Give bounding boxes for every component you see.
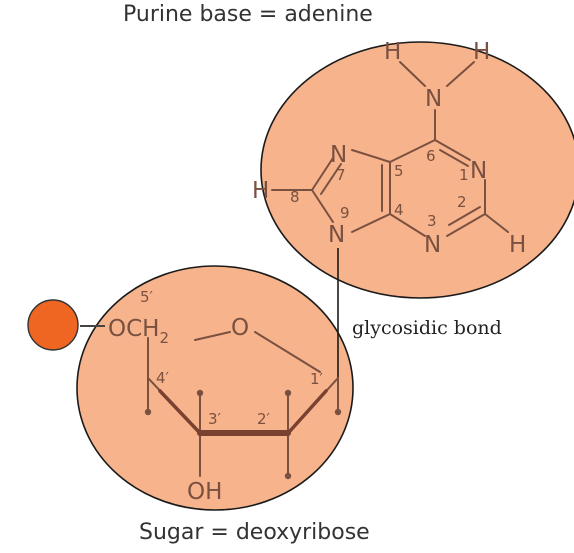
base-position-3: 3: [427, 212, 437, 230]
bond-dots: [144, 389, 342, 480]
base-position-9: 9: [340, 204, 350, 222]
glycosidic-bond-label: glycosidic bond: [352, 317, 502, 339]
base-position-8: 8: [290, 188, 300, 206]
base-n9: N: [328, 222, 345, 248]
amino-n: N: [425, 86, 442, 112]
base-n1: N: [470, 158, 487, 184]
sugar-caption: Sugar = deoxyribose: [139, 520, 370, 545]
sugar-och2: OCH2: [108, 316, 169, 347]
base-h8: H: [252, 178, 269, 204]
sugar-position-5prime: 5′: [140, 288, 154, 306]
sugar-position-4prime: 4′: [156, 369, 170, 387]
och2-subscript: 2: [159, 329, 169, 347]
base-n3: N: [424, 232, 441, 258]
diagram-title: Purine base = adenine: [123, 2, 373, 27]
base-bonds: [271, 61, 509, 237]
amino-h-right: H: [473, 39, 490, 65]
amino-h-left: H: [384, 39, 401, 65]
base-position-7: 7: [336, 166, 346, 184]
base-position-1: 1: [459, 166, 469, 184]
och2-main: OCH: [108, 316, 159, 342]
base-highlight-circle: [260, 41, 574, 299]
base-position-2: 2: [457, 193, 467, 211]
base-position-4: 4: [394, 201, 404, 219]
sugar-position-2prime: 2′: [257, 410, 271, 428]
base-position-6: 6: [426, 147, 436, 165]
sugar-highlight-circle: [76, 265, 354, 511]
base-h2: H: [509, 232, 526, 258]
base-position-5: 5: [394, 162, 404, 180]
sugar-ring-oxygen: O: [231, 315, 249, 341]
phosphate-circle: [27, 299, 79, 351]
sugar-position-1prime: 1′: [310, 370, 324, 388]
base-n7: N: [330, 142, 347, 168]
sugar-oh: OH: [187, 479, 222, 505]
sugar-wedges: [158, 389, 328, 433]
sugar-position-3prime: 3′: [208, 410, 222, 428]
